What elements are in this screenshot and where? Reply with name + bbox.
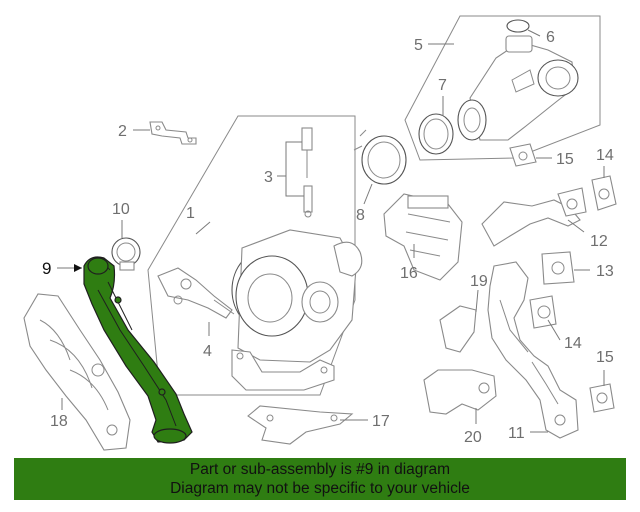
part-4-actuator <box>157 267 235 319</box>
callout-20: 20 <box>464 429 482 446</box>
part-3-sensor <box>301 127 313 218</box>
callout-14-top: 14 <box>596 147 614 164</box>
part-7-gasket <box>418 113 454 155</box>
parts-diagram: 1 2 3 4 5 6 7 8 9 10 11 12 13 14 14 15 1… <box>23 15 617 451</box>
part-18-heat-shield <box>23 293 131 451</box>
part-13-gasket <box>541 251 575 285</box>
callout-15-top: 15 <box>556 151 574 168</box>
part-6-oring <box>506 19 530 33</box>
callout-6: 6 <box>546 29 555 46</box>
callout-11: 11 <box>508 425 525 442</box>
callout-1: 1 <box>186 205 195 222</box>
part-18-detail <box>39 319 109 411</box>
callout-3: 3 <box>264 169 273 186</box>
banner-line-2: Diagram may not be specific to your vehi… <box>170 480 470 497</box>
part-19-bracket <box>439 305 477 353</box>
part-20-elbow <box>423 369 497 415</box>
callout-4: 4 <box>203 343 212 360</box>
part-14-gasket-top <box>591 175 617 211</box>
outlet-group-outline <box>404 15 601 161</box>
callout-10: 10 <box>112 201 130 218</box>
callout-9: 9 <box>42 259 51 278</box>
callout-5: 5 <box>414 37 423 54</box>
callout-19: 19 <box>470 273 488 290</box>
part-12-tube <box>481 187 587 247</box>
part-14-gasket-mid <box>529 295 557 329</box>
part-18-hole <box>91 363 105 377</box>
part-15-gasket-top <box>509 143 537 167</box>
leader-lines <box>57 29 605 433</box>
callout-13: 13 <box>596 263 614 280</box>
part-8-vband-clamp <box>353 129 407 185</box>
callout-18: 18 <box>50 413 68 430</box>
banner-line-1: Part or sub-assembly is #9 in diagram <box>189 461 451 478</box>
callout-12: 12 <box>590 233 608 250</box>
part-15-gasket-bottom <box>589 383 615 413</box>
part-1-turbocharger <box>231 229 363 391</box>
callout-8: 8 <box>356 207 365 224</box>
part-17-bracket-plate <box>247 405 354 445</box>
part-2-bracket <box>149 121 197 145</box>
callout-14-mid: 14 <box>564 335 582 352</box>
part-11-egr-tube <box>487 261 579 439</box>
callout-16: 16 <box>400 265 418 282</box>
part-16-heat-shield <box>383 193 463 281</box>
callout-2: 2 <box>118 123 127 140</box>
part-5-outlet-pipe <box>457 35 579 141</box>
callout-17: 17 <box>372 413 390 430</box>
part-18-hole-2 <box>106 424 118 436</box>
callout-7: 7 <box>438 77 447 94</box>
callout-9-arrow-icon <box>74 264 82 272</box>
part-9-pipe <box>83 256 193 444</box>
info-banner: Part or sub-assembly is #9 in diagram Di… <box>14 458 626 500</box>
callout-15-bottom: 15 <box>596 349 614 366</box>
part-10-clamp <box>111 237 141 271</box>
